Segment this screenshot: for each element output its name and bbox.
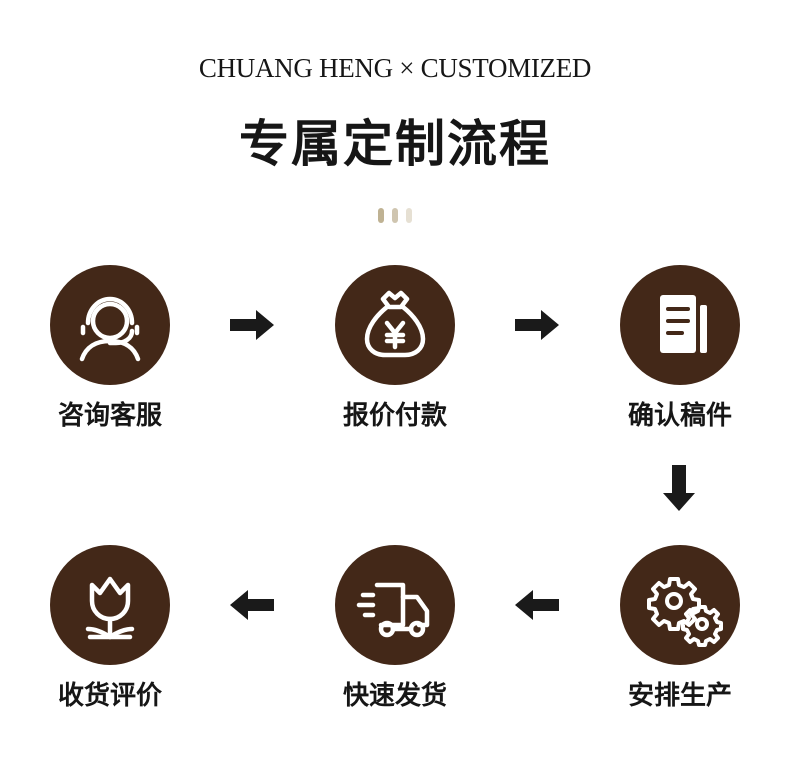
arrow-right-icon xyxy=(515,310,559,340)
step-label: 收货评价 xyxy=(57,681,162,711)
step-label: 安排生产 xyxy=(627,681,732,711)
step-circle xyxy=(50,265,170,385)
step-receive-review: 收货评价 xyxy=(40,545,180,735)
arrow-right-icon xyxy=(230,310,274,340)
step-quote-payment: 报价付款 xyxy=(325,265,465,455)
money-bag-yuan-icon xyxy=(364,290,426,358)
step-confirm-draft: 确认稿件 xyxy=(610,265,750,455)
tulip-flower-icon xyxy=(85,576,135,640)
step-consult-service: 咨询客服 xyxy=(40,265,180,455)
brand-heading: CHUANG HENG × CUSTOMIZED xyxy=(198,53,592,83)
delivery-truck-icon xyxy=(356,582,430,638)
customer-service-headset-icon xyxy=(79,296,141,362)
step-circle xyxy=(335,545,455,665)
arrow-down-icon xyxy=(663,465,695,511)
dot-3 xyxy=(406,208,412,223)
document-icon xyxy=(660,295,707,353)
step-circle xyxy=(620,265,740,385)
page-title: 专属定制流程 xyxy=(239,115,551,173)
step-label: 咨询客服 xyxy=(57,401,162,431)
gears-icon xyxy=(647,577,723,647)
step-fast-shipping: 快速发货 xyxy=(325,545,465,735)
dot-2 xyxy=(392,208,398,223)
step-circle xyxy=(620,545,740,665)
decorative-dots xyxy=(378,208,414,224)
step-label: 快速发货 xyxy=(342,681,447,711)
step-arrange-production: 安排生产 xyxy=(610,545,750,735)
step-circle xyxy=(335,265,455,385)
step-label: 报价付款 xyxy=(342,401,447,431)
arrow-left-icon xyxy=(230,590,274,620)
step-circle xyxy=(50,545,170,665)
dot-1 xyxy=(378,208,384,223)
arrow-left-icon xyxy=(515,590,559,620)
step-label: 确认稿件 xyxy=(627,401,732,431)
